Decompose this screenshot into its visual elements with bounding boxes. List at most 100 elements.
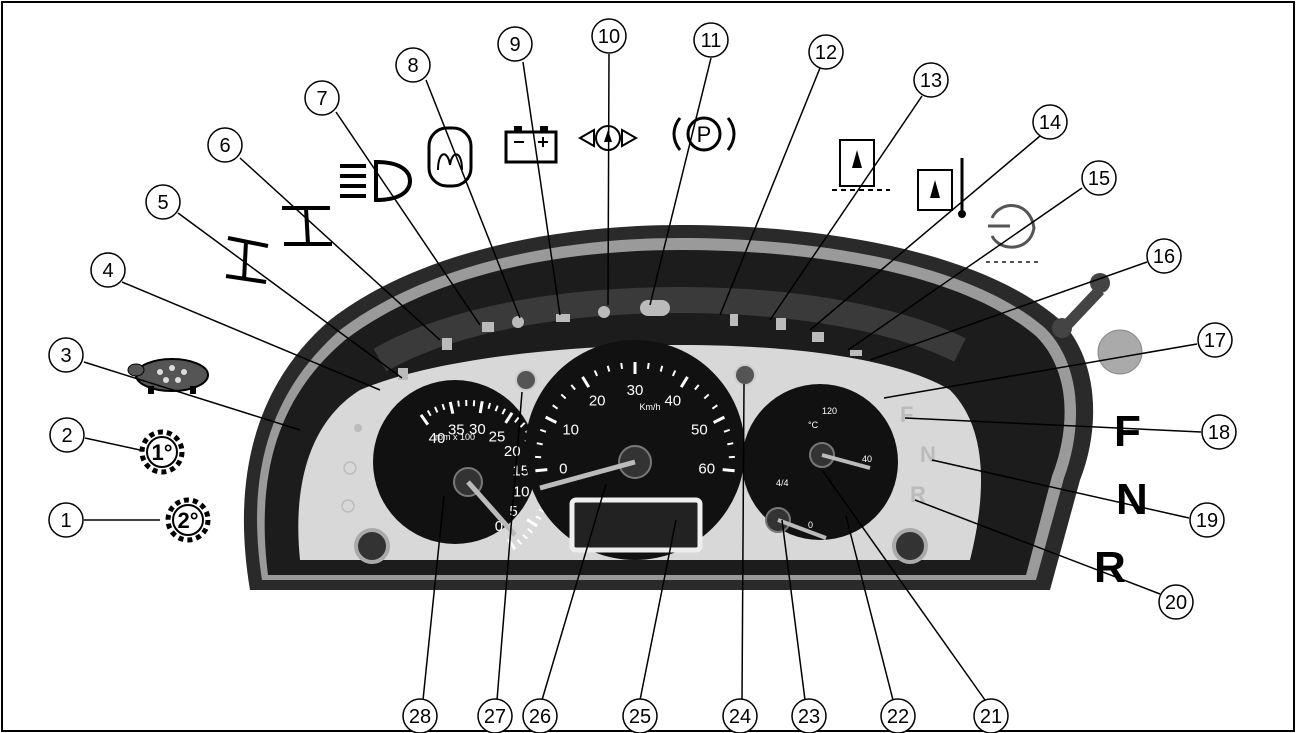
speedometer-tick-label: 0 bbox=[559, 460, 567, 477]
callout-6: 6 bbox=[208, 128, 242, 162]
speedometer-tick-label: 10 bbox=[562, 422, 579, 439]
callout-number: 27 bbox=[484, 706, 506, 728]
callout-13: 13 bbox=[914, 63, 948, 97]
speedometer: 0102030405060 Km/h bbox=[525, 340, 745, 560]
callout-number: 19 bbox=[1196, 510, 1218, 532]
callout-number: 6 bbox=[219, 135, 230, 157]
callout-28: 28 bbox=[403, 699, 437, 733]
air-filter-icon bbox=[986, 206, 1040, 262]
indicator-lamp-icon bbox=[1098, 330, 1142, 374]
callout-number: 17 bbox=[1204, 330, 1226, 352]
callout-16: 16 bbox=[1147, 239, 1181, 273]
temperature-unit: °C bbox=[808, 420, 819, 430]
callout-25: 25 bbox=[623, 699, 657, 733]
parking-brake-label: P bbox=[697, 122, 712, 147]
speedometer-tick-mark bbox=[727, 443, 733, 444]
callout-number: 20 bbox=[1165, 592, 1187, 614]
callout-17: 17 bbox=[1198, 323, 1232, 357]
callout-number: 3 bbox=[60, 345, 71, 367]
tachometer-tick-label: 10 bbox=[513, 483, 530, 500]
tachometer-tick-label: 25 bbox=[489, 428, 506, 445]
temperature-fuel-gauge: °C 120 40 4/4 0 bbox=[742, 384, 898, 540]
parking-brake-icon: P bbox=[674, 118, 734, 150]
callout-19: 19 bbox=[1190, 503, 1224, 537]
callout-18: 18 bbox=[1202, 415, 1236, 449]
right-turn-indicator bbox=[735, 365, 755, 385]
speedometer-tick-label: 50 bbox=[691, 422, 708, 439]
callout-number: 5 bbox=[157, 192, 168, 214]
speedometer-tick-mark bbox=[621, 363, 622, 369]
panel-letter-f: F bbox=[900, 402, 913, 427]
callout-8: 8 bbox=[396, 48, 430, 82]
callout-23: 23 bbox=[792, 699, 826, 733]
tachometer-unit: rpm x 100 bbox=[435, 432, 475, 442]
callout-number: 8 bbox=[407, 55, 418, 77]
first-gear-icon: 1° bbox=[142, 432, 182, 472]
tachometer-tick-mark bbox=[458, 401, 459, 407]
leader-line-10 bbox=[608, 54, 609, 305]
callout-9: 9 bbox=[498, 27, 532, 61]
fuel-tick-full: 4/4 bbox=[776, 478, 789, 488]
callout-12: 12 bbox=[809, 35, 843, 69]
callout-number: 4 bbox=[102, 260, 113, 282]
speedometer-tick-label: 30 bbox=[627, 382, 644, 399]
leader-line-2 bbox=[85, 438, 140, 450]
callout-number: 21 bbox=[980, 706, 1002, 728]
first-gear-label: 1° bbox=[151, 440, 172, 465]
neutral-letter: N bbox=[1116, 475, 1148, 524]
reverse-letter: R bbox=[1094, 543, 1126, 592]
battery-icon bbox=[506, 126, 556, 162]
temp-tick-40: 40 bbox=[862, 454, 872, 464]
callout-20: 20 bbox=[1159, 585, 1193, 619]
headlight-icon bbox=[340, 162, 410, 200]
speedometer-tick-mark bbox=[648, 363, 649, 369]
double-axle-icon bbox=[282, 208, 332, 244]
callout-number: 22 bbox=[887, 706, 909, 728]
callout-5: 5 bbox=[146, 185, 180, 219]
wrench-icon bbox=[1052, 273, 1110, 338]
speedometer-tick-label: 20 bbox=[589, 393, 606, 410]
callout-22: 22 bbox=[881, 699, 915, 733]
callout-number: 1 bbox=[60, 510, 71, 532]
speedometer-tick-label: 60 bbox=[698, 460, 715, 477]
callout-26: 26 bbox=[523, 699, 557, 733]
callout-7: 7 bbox=[305, 81, 339, 115]
tachometer-tick-mark bbox=[480, 401, 482, 413]
callout-number: 25 bbox=[629, 706, 651, 728]
callout-number: 15 bbox=[1088, 168, 1110, 190]
callout-number: 18 bbox=[1208, 422, 1230, 444]
callout-number: 11 bbox=[701, 30, 722, 52]
right-knob bbox=[894, 530, 926, 562]
callout-10: 10 bbox=[592, 19, 626, 53]
temp-tick-120: 120 bbox=[822, 406, 837, 416]
callout-1: 1 bbox=[49, 503, 83, 537]
panel-letter-n: N bbox=[920, 442, 936, 467]
callout-4: 4 bbox=[91, 253, 125, 287]
callout-number: 10 bbox=[598, 26, 620, 48]
callout-11: 11 bbox=[694, 23, 728, 57]
callout-24: 24 bbox=[723, 699, 757, 733]
callout-number: 13 bbox=[920, 70, 942, 92]
callout-27: 27 bbox=[478, 699, 512, 733]
forward-letter: F bbox=[1114, 407, 1141, 456]
fuel-tick-empty: 0 bbox=[808, 520, 813, 530]
callout-14: 14 bbox=[1033, 105, 1067, 139]
callout-number: 14 bbox=[1039, 112, 1061, 134]
speedometer-tick-mark bbox=[535, 470, 547, 471]
callout-number: 26 bbox=[529, 706, 551, 728]
speedometer-tick-mark bbox=[537, 443, 543, 444]
second-gear-icon: 2° bbox=[168, 500, 208, 540]
callout-number: 23 bbox=[798, 706, 820, 728]
left-turn-indicator bbox=[516, 370, 536, 390]
callout-number: 2 bbox=[61, 425, 72, 447]
callout-number: 7 bbox=[316, 88, 327, 110]
speedometer-unit: Km/h bbox=[639, 402, 660, 412]
callout-15: 15 bbox=[1082, 161, 1116, 195]
callout-number: 9 bbox=[509, 34, 520, 56]
callout-2: 2 bbox=[50, 418, 84, 452]
callout-number: 24 bbox=[729, 706, 751, 728]
tachometer-tick-label: 5 bbox=[509, 503, 517, 520]
callout-number: 28 bbox=[409, 706, 431, 728]
second-gear-label: 2° bbox=[177, 508, 198, 533]
callout-21: 21 bbox=[974, 699, 1008, 733]
